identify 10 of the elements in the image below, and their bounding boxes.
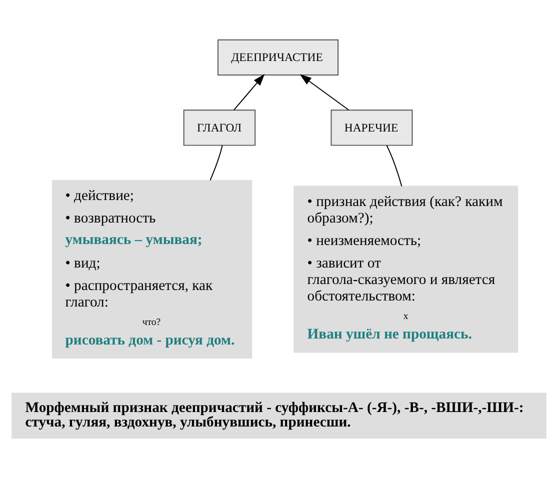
arrow xyxy=(300,74,350,110)
node-box: • признак действия (как? каким образом?); • неизменяемость; • зависит от глагола-сказуемого и является обстоятельством: х Иван ушёл не прощаясь. xyxy=(294,186,518,353)
arrow xyxy=(233,74,265,110)
node-box: • действие; • возвратность умываясь – умывая; • вид; • распространяется, как глагол: что? рисовать дом - рисуя дом. xyxy=(52,180,252,359)
node-box: Морфемный признак деепричастий - суффиксы-А- (-Я-), -В-, -ВШИ-,-ШИ-: стуча, гуляя, вздохнув, улыбнувшись, принесши. xyxy=(12,392,546,439)
connector xyxy=(386,144,402,187)
connector xyxy=(210,144,223,181)
node-box: ГЛАГОЛ xyxy=(183,110,256,146)
node-box: ДЕЕПРИЧАСТИЕ xyxy=(218,39,339,76)
node-box: НАРЕЧИЕ xyxy=(330,110,413,146)
